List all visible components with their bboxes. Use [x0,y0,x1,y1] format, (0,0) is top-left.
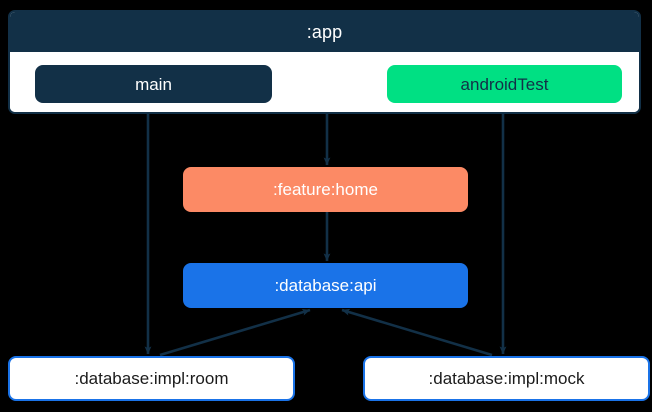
source-set-main[interactable]: main [35,65,272,103]
app-module-body: main androidTest [10,52,639,112]
edge-impl-mock-to-database-api [341,308,493,357]
node-database-impl-room[interactable]: :database:impl:room [8,356,295,401]
app-module-title: :app [306,22,343,42]
source-set-androidtest[interactable]: androidTest [387,65,622,103]
app-module-header: :app [10,12,639,52]
edge-impl-room-to-database-api [159,308,311,357]
node-feature-home[interactable]: :feature:home [183,167,468,212]
node-database-impl-mock[interactable]: :database:impl:mock [363,356,650,401]
app-module-container[interactable]: :app main androidTest [8,10,641,114]
node-database-api[interactable]: :database:api [183,263,468,308]
